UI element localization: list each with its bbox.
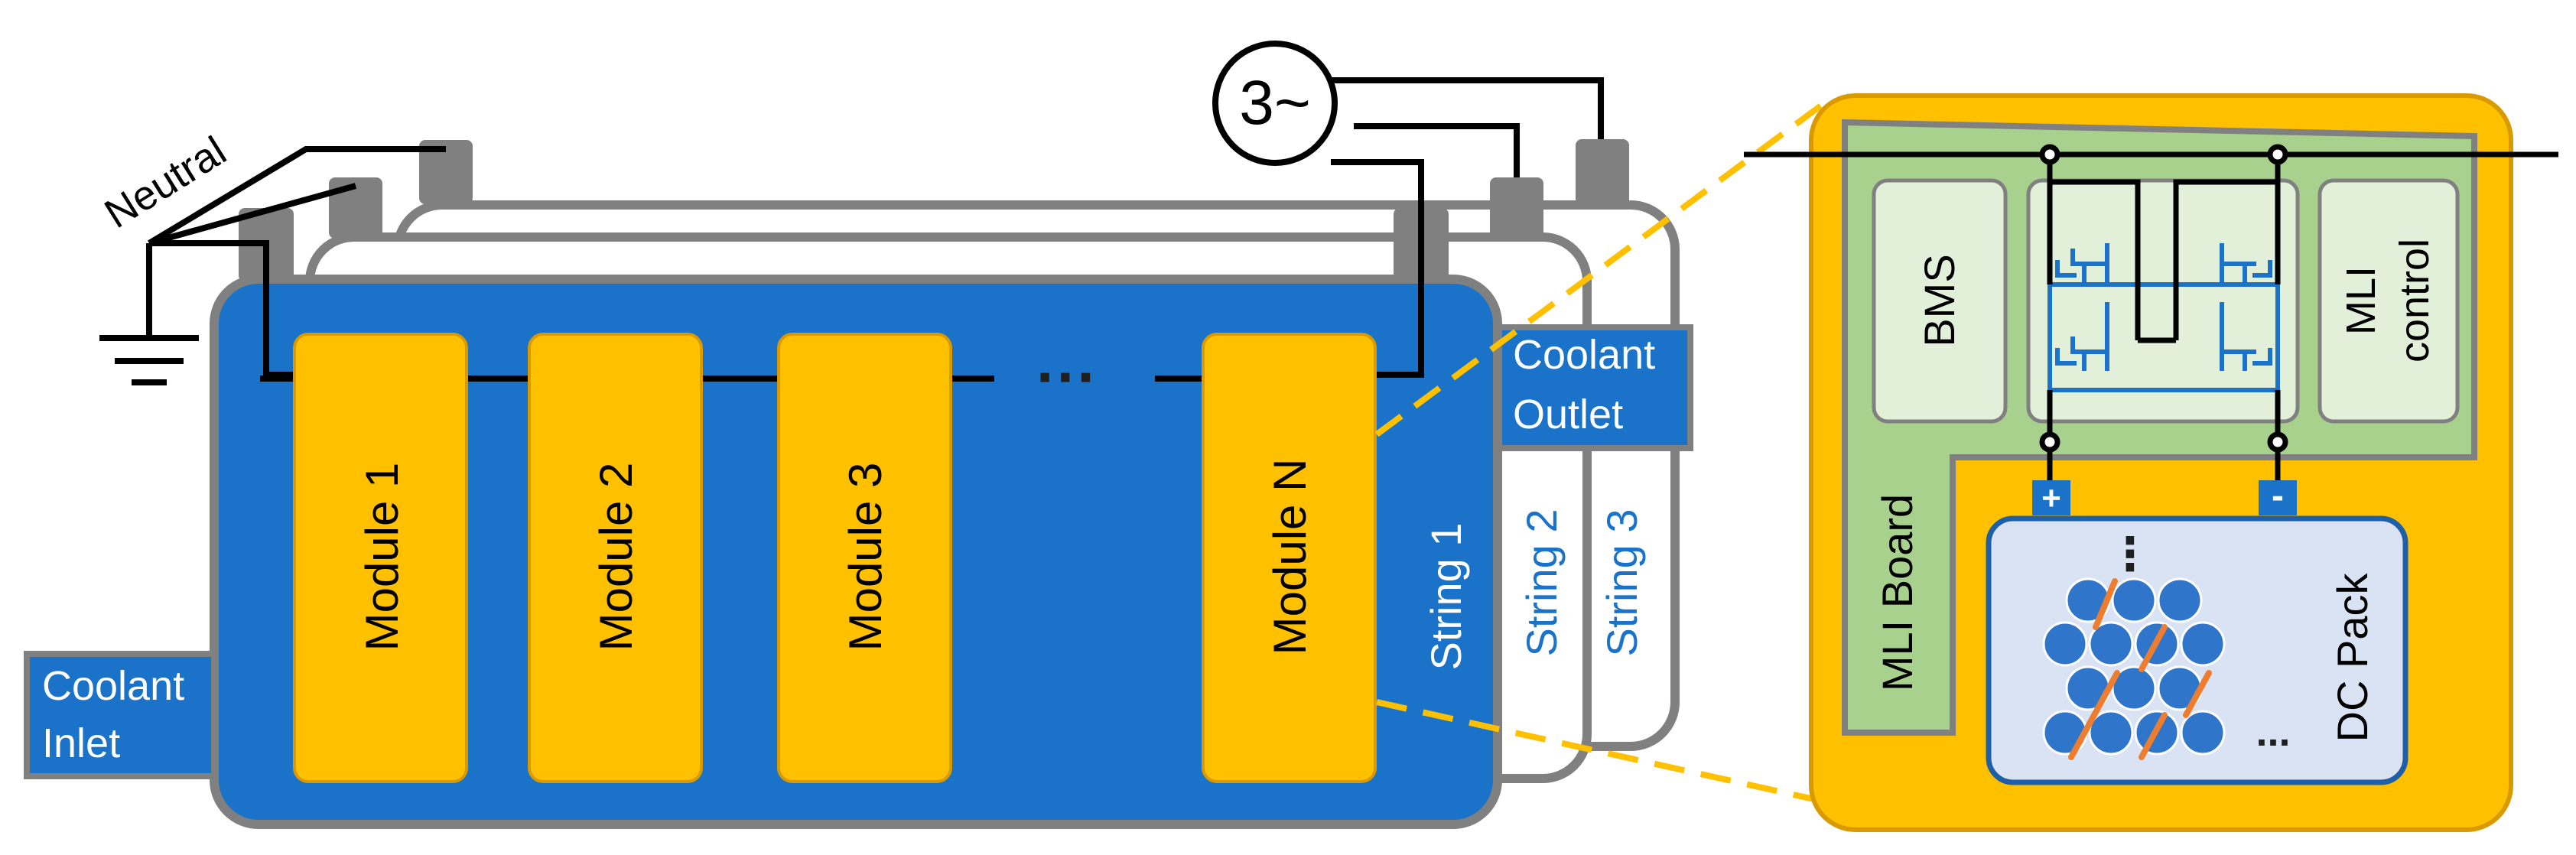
- string-2-label: String 2: [1517, 509, 1566, 657]
- bms-box: [1872, 178, 2008, 424]
- battery-cell: [2180, 710, 2226, 756]
- coolant-outlet-line1: Coolant: [1513, 332, 1655, 378]
- string-1-label: String 1: [1422, 523, 1470, 671]
- minus-label: -: [2272, 476, 2284, 516]
- h-bridge-box: [2026, 178, 2300, 424]
- cells-dots-top: ⋮: [2107, 528, 2153, 580]
- battery-cell: [2088, 621, 2134, 667]
- series-ellipsis: ···: [1036, 343, 1098, 411]
- mli-board-label: MLI Board: [1873, 494, 1921, 691]
- battery-cell: [2180, 621, 2226, 667]
- battery-cells: [2042, 577, 2226, 760]
- coolant-inlet-line1: Coolant: [42, 663, 184, 709]
- cell-connector: [2183, 670, 2212, 718]
- detail-ac-bus: [1744, 144, 2558, 480]
- coolant-outlet-line2: Outlet: [1513, 392, 1623, 437]
- coolant-outlet: Coolant Outlet: [1496, 324, 1693, 451]
- string-3-terminal-right: [1576, 139, 1629, 205]
- plus-label: +: [2041, 480, 2061, 517]
- dc-minus-terminal: -: [2259, 476, 2297, 516]
- cell-connector: [2091, 670, 2120, 718]
- module-n-label: Module N: [1264, 459, 1316, 655]
- mli-control-box: [2317, 178, 2460, 424]
- module-3-label: Module 3: [840, 463, 891, 652]
- module-n: Module N: [1202, 333, 1377, 783]
- ac-source-icon: 3~: [1212, 41, 1338, 166]
- battery-cell: [2042, 710, 2088, 756]
- battery-cell: [2111, 665, 2157, 711]
- cell-connector: [2093, 578, 2118, 630]
- cells-dots-side: ...: [2256, 709, 2290, 755]
- phase-wiring: [1331, 77, 1604, 378]
- string-3-label: String 3: [1598, 509, 1646, 657]
- coolant-inlet-line2: Inlet: [42, 720, 120, 766]
- zoom-lines: [1374, 100, 1826, 805]
- cell-connector: [2139, 712, 2168, 760]
- module-2: Module 2: [528, 333, 703, 783]
- string-2-terminal-right: [1490, 177, 1543, 239]
- ac-source-symbol: 3~: [1239, 68, 1311, 138]
- mli-control-line1: MLI: [2338, 266, 2384, 335]
- neutral-wiring: [146, 146, 446, 378]
- ground-icon: [99, 335, 199, 385]
- module-2-label: Module 2: [590, 463, 642, 652]
- module-1: Module 1: [293, 333, 468, 783]
- neutral-label: Neutral: [97, 128, 234, 237]
- module-3: Module 3: [777, 333, 952, 783]
- module-1-label: Module 1: [356, 463, 408, 652]
- mli-control-line2: control: [2392, 239, 2438, 362]
- dc-plus-terminal: +: [2032, 480, 2070, 517]
- coolant-inlet: Coolant Inlet: [24, 651, 217, 779]
- string-3-terminal-left: [419, 140, 473, 204]
- battery-cell: [2088, 710, 2134, 756]
- battery-cell: [2157, 577, 2203, 623]
- battery-cell: [2042, 621, 2088, 667]
- dc-pack-label: DC Pack: [2328, 573, 2376, 743]
- battery-cell: [2111, 577, 2157, 623]
- bms-label: BMS: [1915, 254, 1963, 346]
- cell-connector: [2068, 712, 2097, 760]
- cell-connector: [2139, 624, 2168, 672]
